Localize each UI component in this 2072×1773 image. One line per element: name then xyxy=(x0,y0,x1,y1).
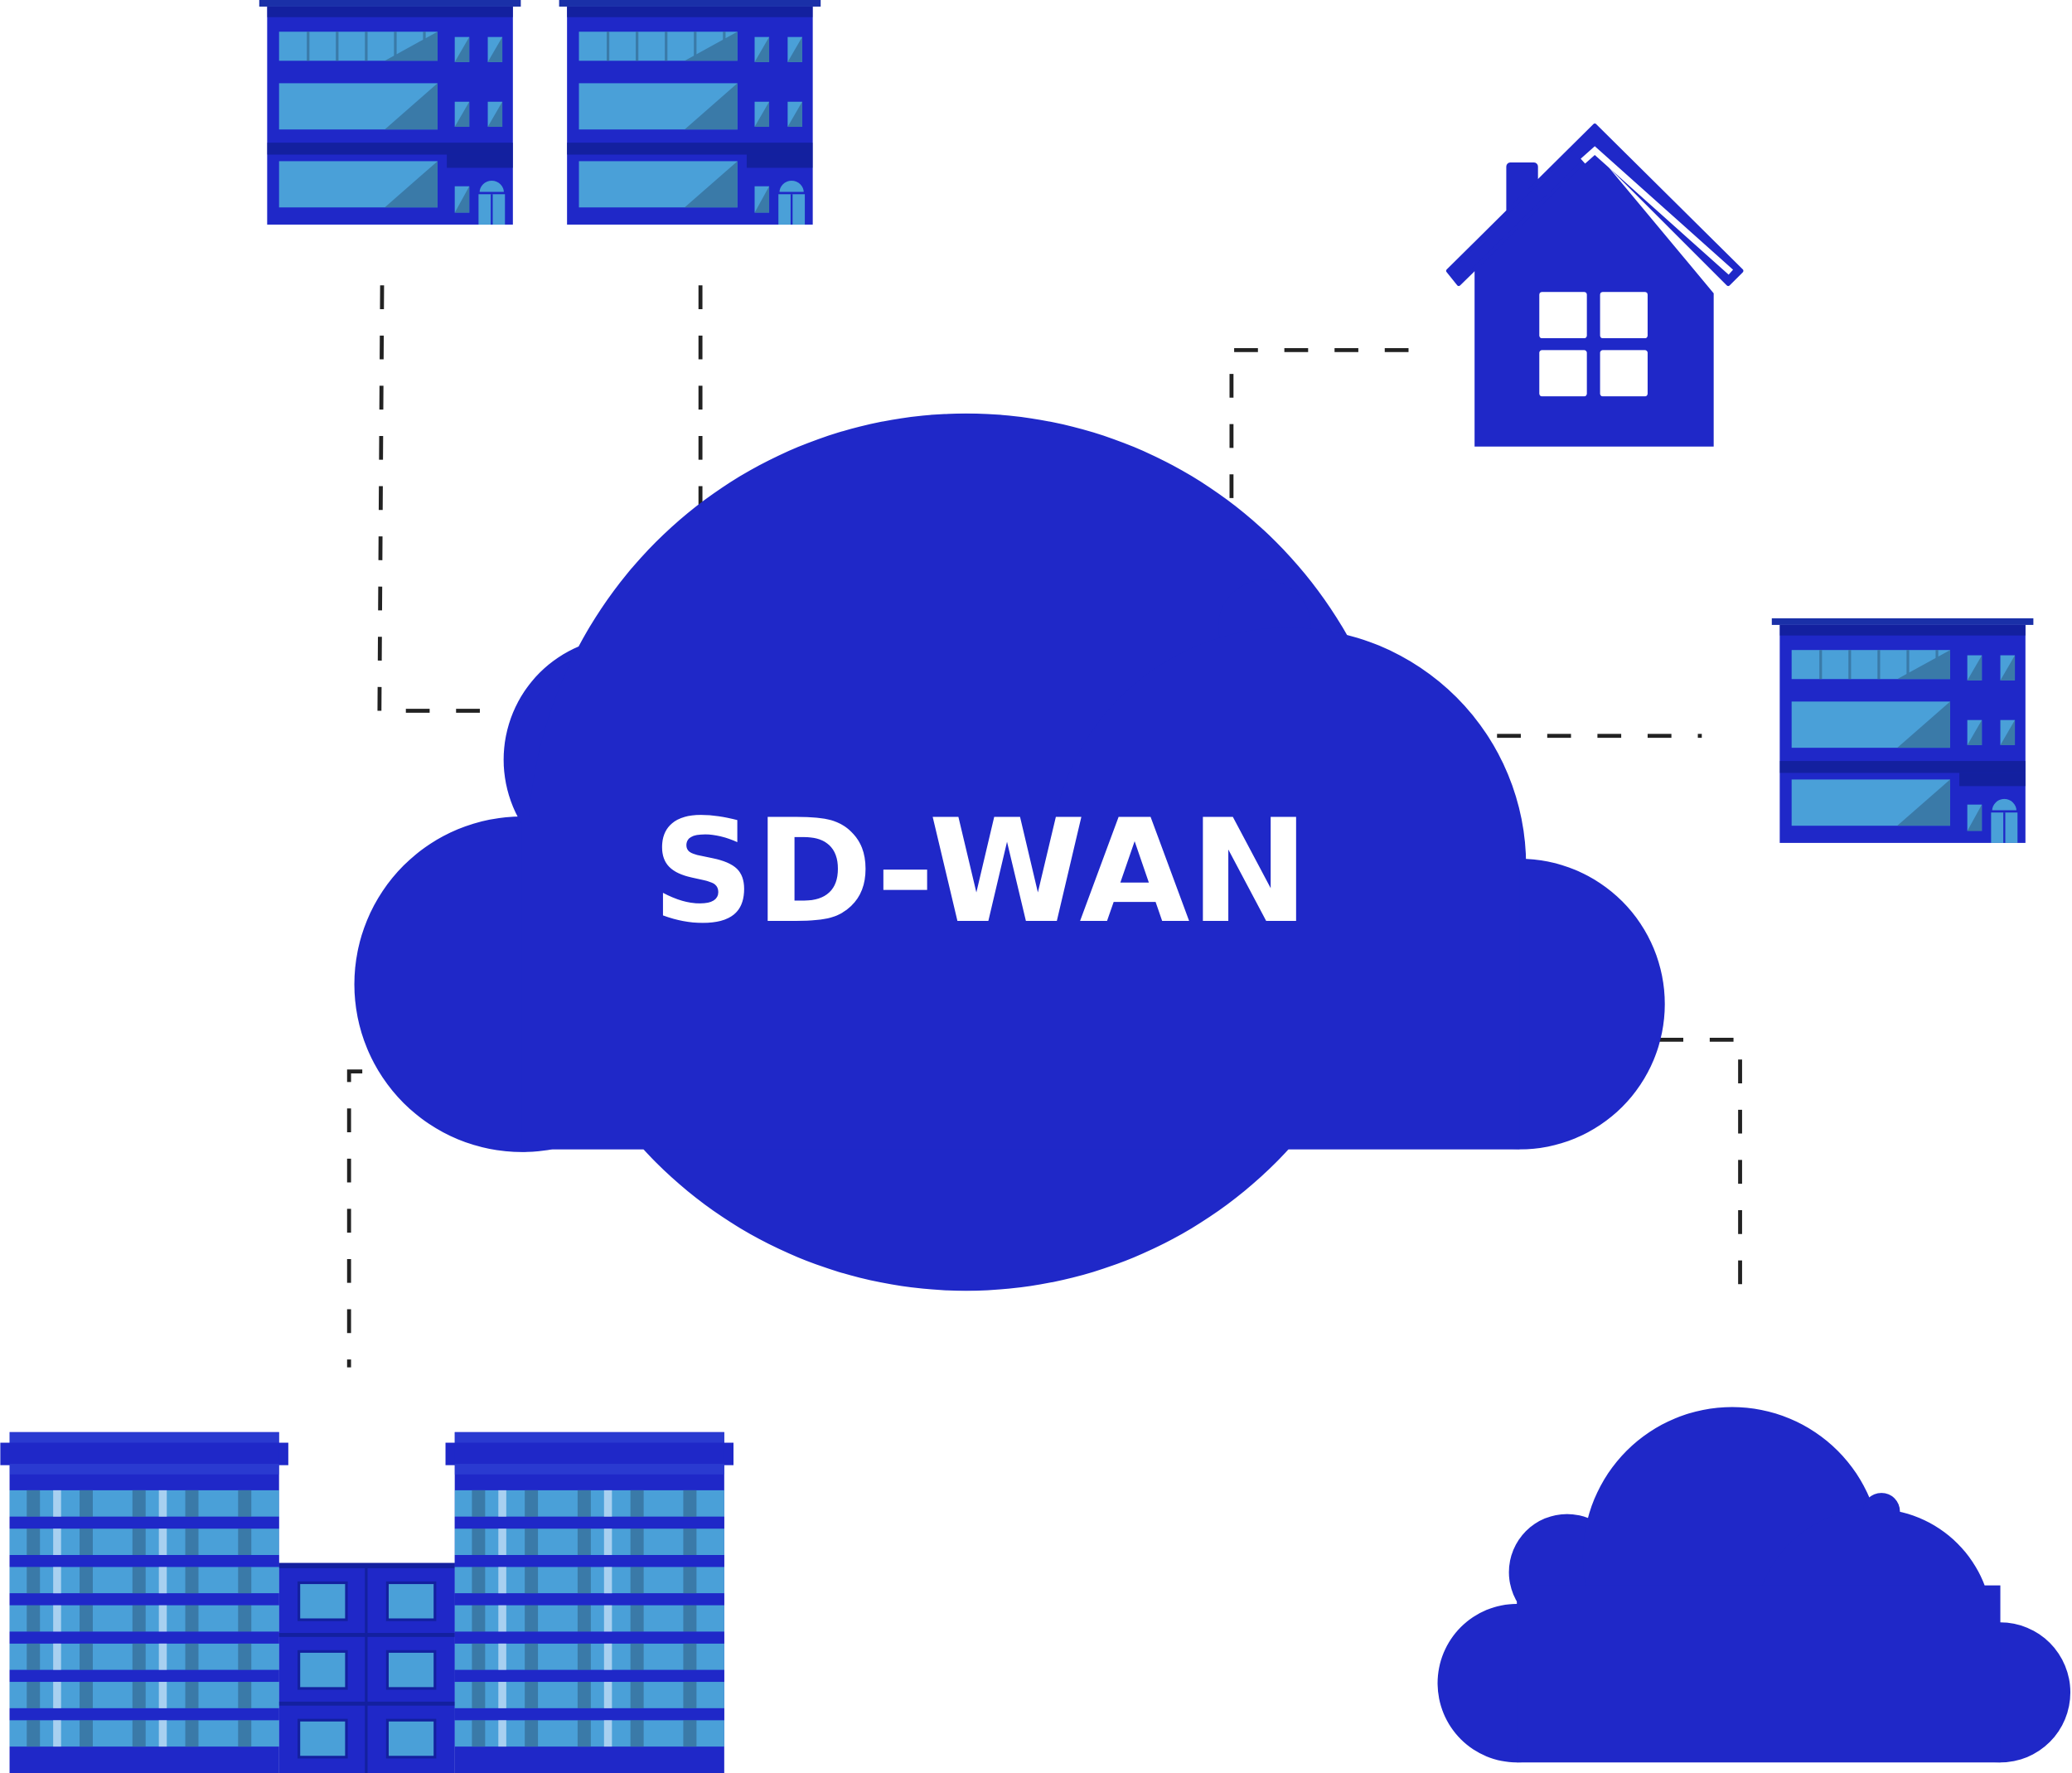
sd-wan-cloud xyxy=(354,413,1665,1291)
office-building-2 xyxy=(558,0,822,226)
connector-home xyxy=(1229,347,1414,549)
office-building-1 xyxy=(258,0,522,226)
connector-campus xyxy=(346,1069,363,1368)
office-building-3 xyxy=(1770,617,2035,845)
sd-wan-label: SD-WAN xyxy=(651,788,1309,955)
campus-building xyxy=(0,1431,733,1773)
home-icon xyxy=(1445,124,1744,447)
cloud-service-icon xyxy=(1437,1407,2071,1763)
connector-cloud-service xyxy=(1659,1038,1742,1308)
connector-office-1 xyxy=(377,285,497,713)
connection-lines xyxy=(346,285,1742,1368)
